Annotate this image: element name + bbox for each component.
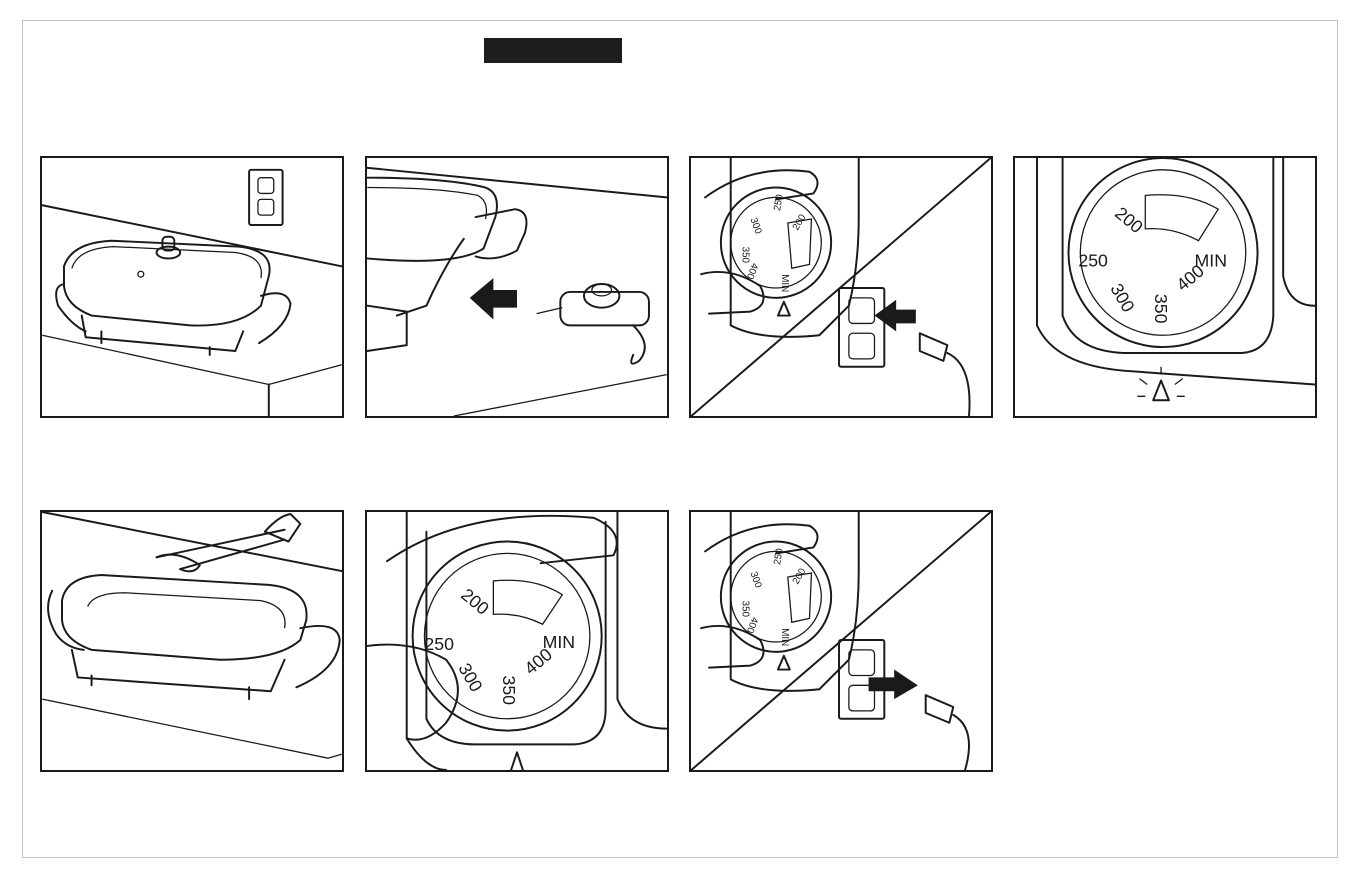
- dial-label-350: 350: [740, 601, 751, 618]
- panel-turn-to-min: 200 250 300 350 400 MIN: [365, 510, 669, 772]
- dial-label-250: 250: [772, 547, 786, 566]
- dial-label-min: MIN: [1195, 250, 1227, 270]
- unplug-from-outlet-icon: 300 250 200 350 400 MIN: [691, 512, 991, 770]
- header-bar: [484, 38, 622, 63]
- panel-insert-probe: [365, 156, 669, 418]
- dial-label-300: 300: [454, 660, 486, 696]
- dial-label-200: 200: [791, 566, 809, 586]
- skillet-on-counter-icon: [42, 158, 342, 416]
- panel-unplug: 300 250 200 350 400 MIN: [689, 510, 993, 772]
- panel-cooking: [40, 510, 344, 772]
- dial-label-200: 200: [791, 212, 809, 232]
- panel-skillet-on-counter: [40, 156, 344, 418]
- cooking-with-tongs-icon: [42, 512, 342, 770]
- indicator-light-icon: 200 250 300 350 400 MIN: [1015, 158, 1315, 416]
- panel-plug-in: 300 250 200 350 400 MIN: [689, 156, 993, 418]
- turn-dial-to-min-icon: 200 250 300 350 400 MIN: [367, 512, 667, 770]
- dial-label-300: 300: [748, 216, 764, 236]
- dial-label-200: 200: [457, 584, 493, 618]
- dial-label-300: 300: [748, 570, 764, 590]
- dial-label-250: 250: [772, 193, 786, 212]
- dial-label-350: 350: [1151, 294, 1171, 324]
- insert-control-probe-icon: [367, 158, 667, 416]
- panel-indicator-light: 200 250 300 350 400 MIN: [1013, 156, 1317, 418]
- dial-label-200: 200: [1111, 203, 1147, 237]
- dial-label-350: 350: [499, 675, 519, 705]
- dial-label-350: 350: [740, 247, 751, 264]
- dial-label-min: MIN: [779, 628, 790, 646]
- plug-into-outlet-icon: 300 250 200 350 400 MIN: [691, 158, 991, 416]
- dial-label-min: MIN: [543, 632, 575, 652]
- dial-label-300: 300: [1106, 280, 1138, 316]
- dial-label-min: MIN: [779, 274, 790, 292]
- dial-label-250: 250: [1078, 250, 1108, 270]
